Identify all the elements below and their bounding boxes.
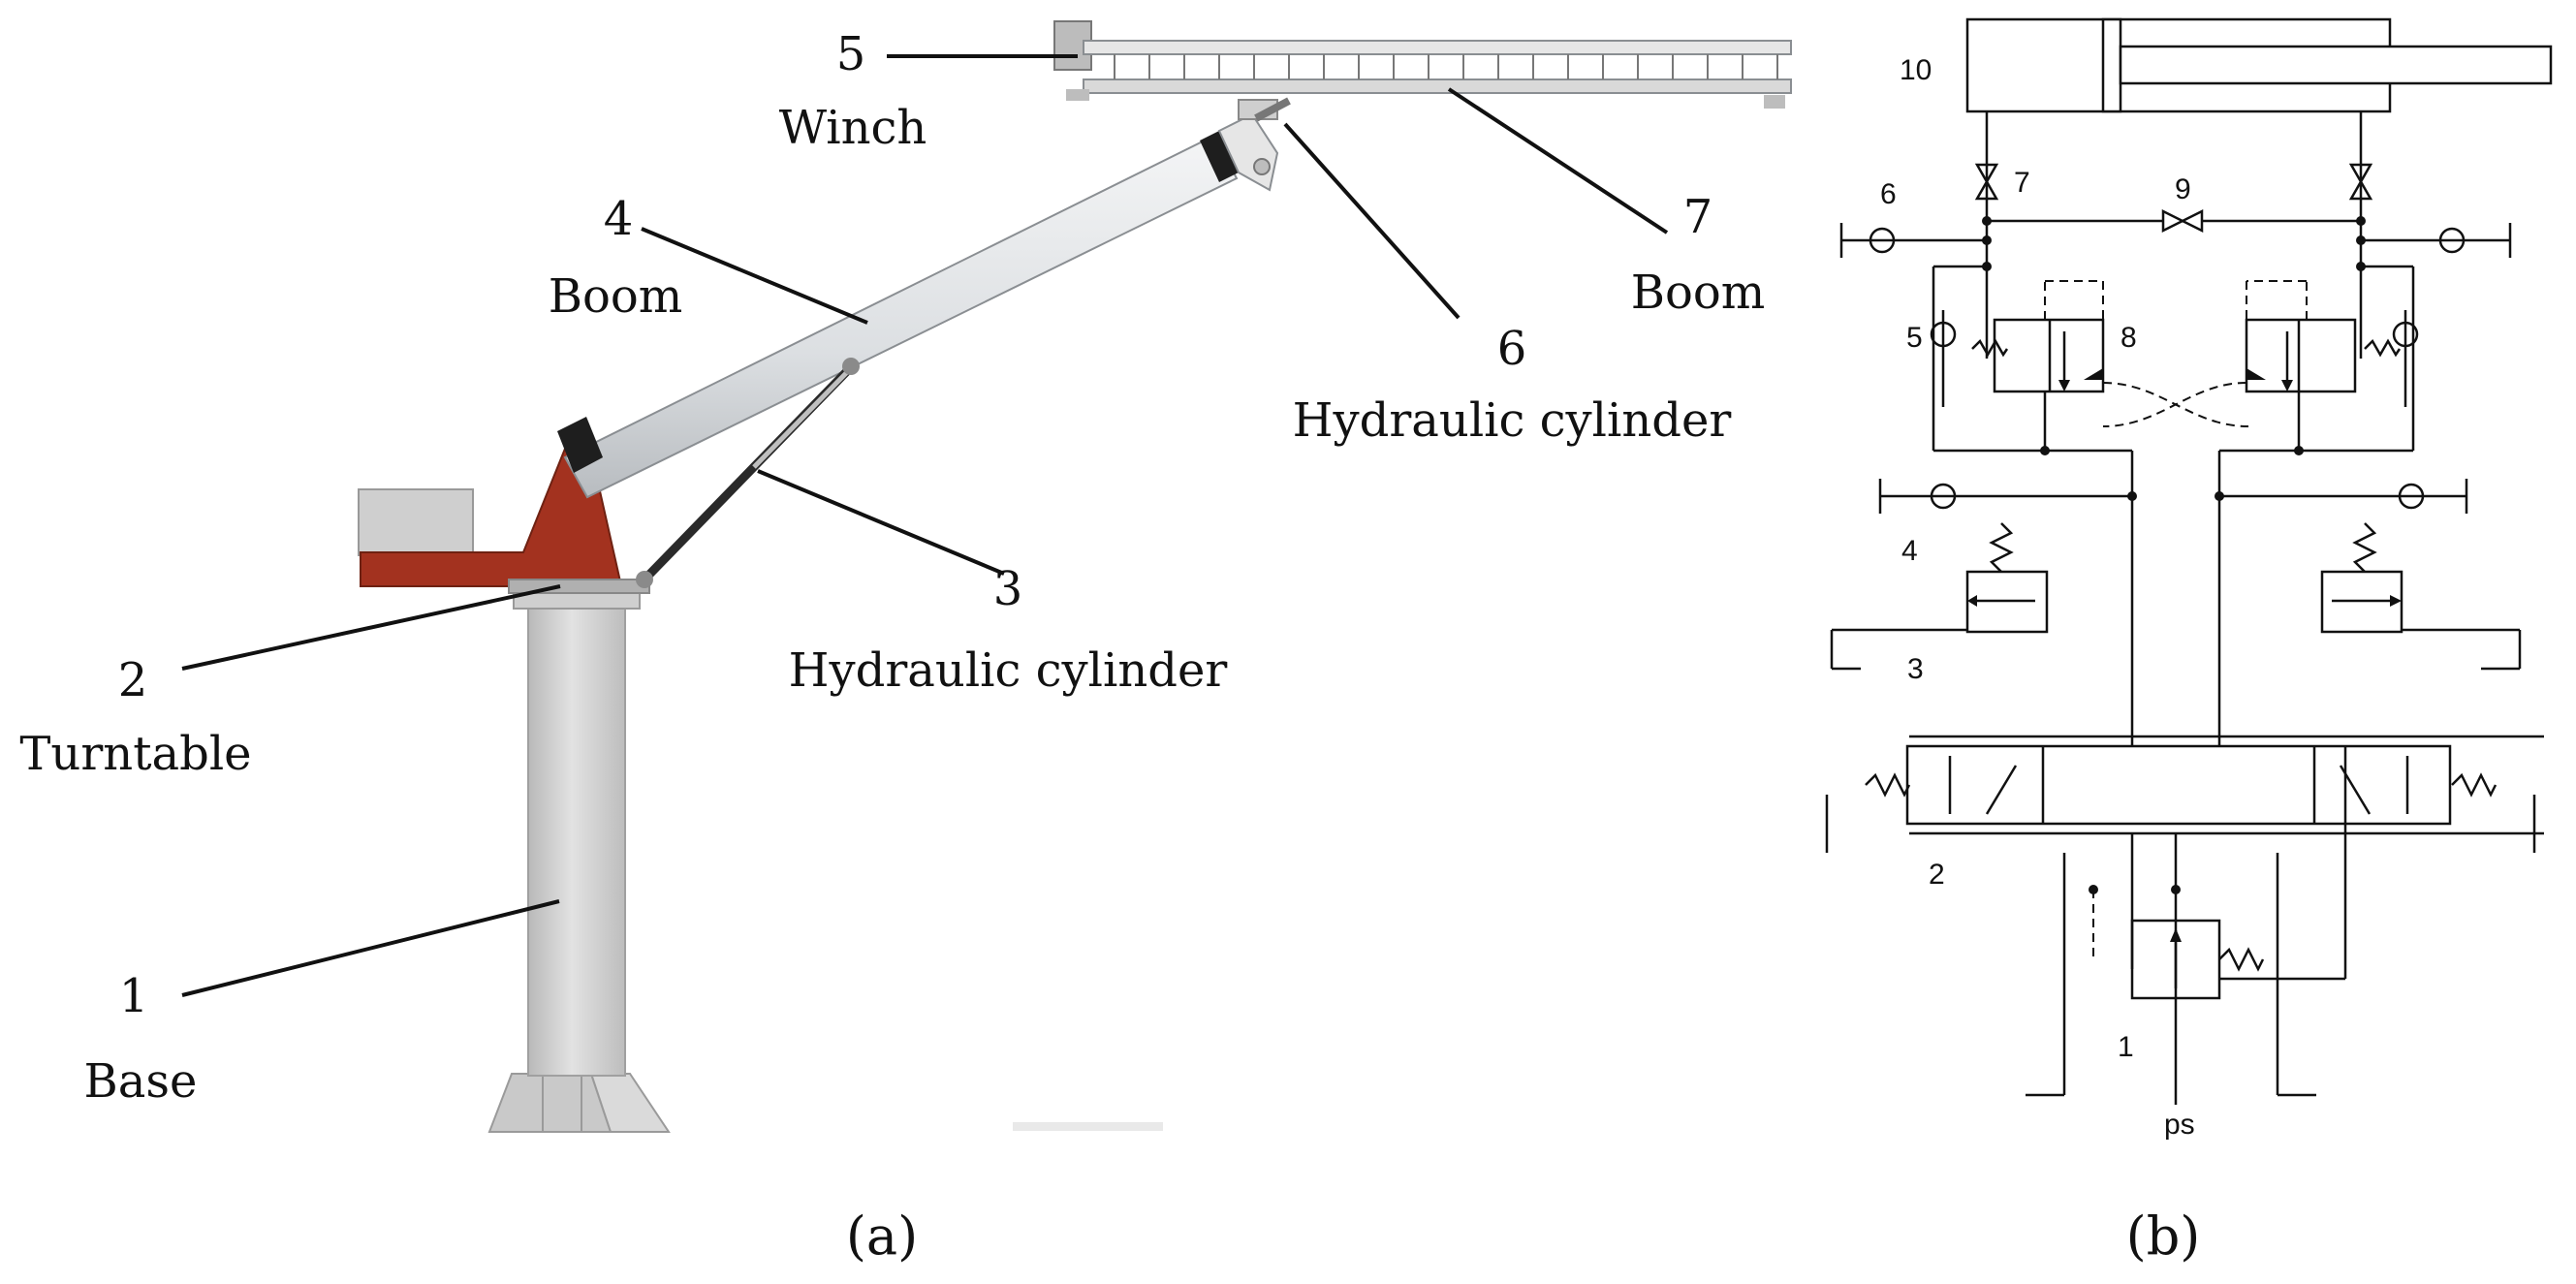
- label-10: 10: [1900, 54, 1932, 86]
- label-6: 6: [1880, 178, 1897, 210]
- label-hcyl3-number: 3: [993, 562, 1023, 616]
- label-boom4-name: Boom: [549, 269, 683, 324]
- label-hcyl3-name: Hydraulic cylinder: [789, 643, 1228, 698]
- label-8: 8: [2120, 322, 2137, 354]
- label-boom7-number: 7: [1683, 190, 1713, 244]
- pipe-junction: [2215, 491, 2224, 501]
- label-5: 5: [1906, 322, 1923, 354]
- label-turntable-name: Turntable: [19, 727, 251, 781]
- pipe-junction: [2356, 235, 2366, 245]
- caption-a: (a): [846, 1206, 918, 1267]
- label-boom4-number: 4: [604, 192, 634, 246]
- pipe-junction: [2089, 885, 2098, 894]
- label-2: 2: [1929, 859, 1945, 891]
- pipe-junction: [2040, 446, 2050, 455]
- turntable: [358, 440, 650, 594]
- counterbalance-valve-left: [1930, 280, 2105, 407]
- counterbalance-valve-right: [2245, 280, 2419, 407]
- pipe-junction: [1982, 262, 1992, 271]
- label-boom7-name: Boom: [1631, 266, 1766, 320]
- hydraulic-cylinder-6: [1254, 97, 1291, 122]
- directional-valve-2: [1825, 735, 2544, 853]
- label-4: 4: [1901, 535, 1918, 567]
- hydraulic-cylinder-3: [636, 358, 860, 588]
- label-hcyl6-name: Hydraulic cylinder: [1293, 393, 1732, 448]
- pipe-junction: [2356, 216, 2366, 226]
- label-base-number: 1: [119, 969, 149, 1023]
- pipe-junction: [2356, 262, 2366, 271]
- boom-7: [1053, 20, 1792, 109]
- crane-panel: 1 Base 2 Turntable 3 Hydraulic cylinder …: [19, 20, 1792, 1267]
- base-pedestal: [487, 590, 671, 1133]
- label-base-name: Base: [84, 1054, 198, 1109]
- label-7: 7: [2014, 167, 2030, 199]
- boom-4: [557, 99, 1279, 499]
- label-hcyl6-number: 6: [1497, 322, 1527, 376]
- caption-b: (b): [2126, 1206, 2201, 1267]
- label-9: 9: [2175, 173, 2191, 205]
- label-winch-number: 5: [836, 27, 866, 81]
- pipe-junction: [1982, 216, 1992, 226]
- pipe-junction: [2171, 885, 2181, 894]
- label-turntable-number: 2: [118, 653, 148, 707]
- label-1: 1: [2118, 1031, 2134, 1063]
- pipe-junction: [2294, 446, 2304, 455]
- main-cylinder-10: [1965, 17, 2553, 113]
- label-winch-name: Winch: [779, 101, 927, 155]
- label-ps: ps: [2164, 1109, 2195, 1141]
- pipe-junction: [2127, 491, 2137, 501]
- label-3: 3: [1907, 653, 1924, 685]
- hydraulic-schematic: 10 7 9 6 5 8 4 3 2 1 ps (b): [1825, 17, 2553, 1267]
- pipe-junction: [1982, 235, 1992, 245]
